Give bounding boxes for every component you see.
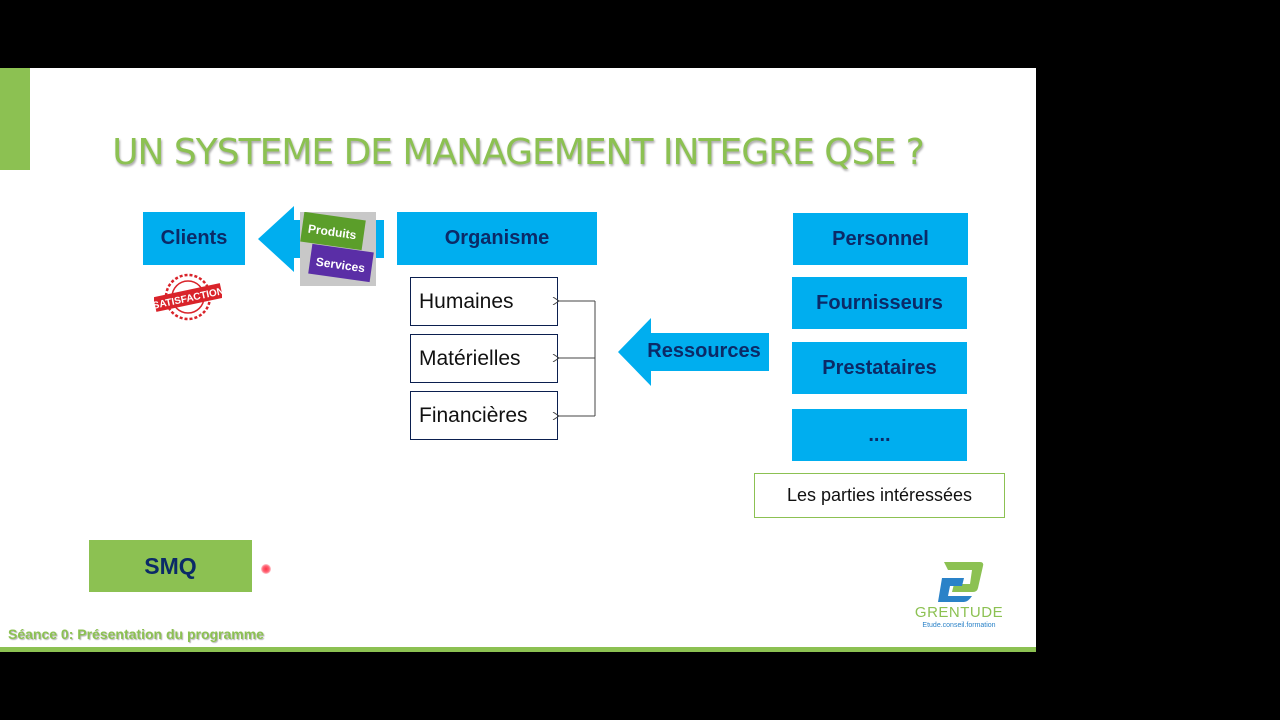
logo-tagline: Etude.conseil.formation <box>922 622 995 629</box>
laser-pointer-icon <box>261 564 271 574</box>
grentude-logo-icon: GRENTUDE Etude.conseil.formation <box>915 562 1003 629</box>
ressources-label: Ressources <box>647 340 761 362</box>
products-services-icon: Produits Services <box>300 212 376 286</box>
smq-label: SMQ <box>144 552 197 579</box>
ressources-arrow-icon <box>618 318 769 386</box>
satisfaction-stamp-icon: SATISFACTION <box>154 273 222 321</box>
parties-interessees-label: Les parties intéressées <box>786 485 973 505</box>
clients-box: Clients <box>143 212 245 265</box>
resource-connectors <box>0 68 596 652</box>
stakeholder-label: Personnel <box>832 227 929 250</box>
stakeholder-box-prestataires: Prestataires <box>792 342 967 394</box>
stakeholder-box-fournisseurs: Fournisseurs <box>792 277 967 329</box>
organisme-label: Organisme <box>444 227 550 249</box>
side-accent-bar <box>0 68 30 170</box>
resource-box-materielles: Matérielles <box>410 334 558 383</box>
smq-box: SMQ <box>89 540 252 592</box>
resource-label: Matérielles <box>419 346 521 370</box>
clients-label: Clients <box>160 227 228 249</box>
resource-box-financieres: Financières <box>410 391 558 440</box>
services-label: Services <box>315 255 366 276</box>
slide: UN SYSTEME DE MANAGEMENT INTEGRE QSE ? C… <box>0 68 1036 652</box>
stakeholder-label: .... <box>868 423 891 446</box>
resource-box-humaines: Humaines <box>410 277 558 326</box>
parties-interessees-box: Les parties intéressées <box>754 473 1005 518</box>
logo-name: GRENTUDE <box>915 604 1003 621</box>
produits-label: Produits <box>307 222 357 243</box>
footer-session-label: Séance 0: Présentation du programme <box>8 626 264 642</box>
stakeholder-box-more: .... <box>792 409 967 461</box>
resource-label: Financières <box>419 403 528 427</box>
resource-label: Humaines <box>419 289 514 313</box>
stakeholder-box-personnel: Personnel <box>793 213 968 265</box>
organisme-box: Organisme <box>397 212 597 265</box>
bottom-accent-line <box>0 647 1036 652</box>
stakeholder-label: Fournisseurs <box>816 291 943 314</box>
stakeholder-label: Prestataires <box>822 356 937 379</box>
slide-title: UN SYSTEME DE MANAGEMENT INTEGRE QSE ? <box>112 132 925 173</box>
